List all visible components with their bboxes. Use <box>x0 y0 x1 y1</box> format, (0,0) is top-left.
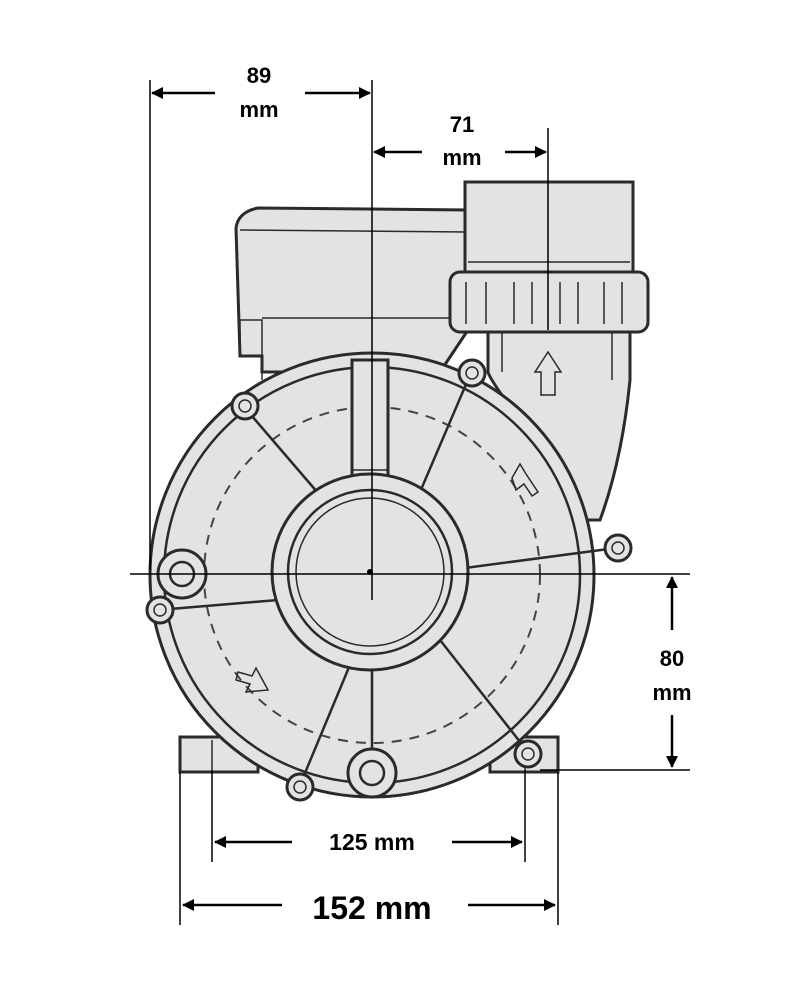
flow-up-arrow-icon <box>533 350 563 396</box>
dimension-label: 125 mm <box>329 829 415 855</box>
dimension-right-height: 80 mm <box>652 576 692 768</box>
bolt-icon <box>230 391 260 421</box>
dimension-top-left: 89 mm <box>151 63 371 122</box>
rotation-arrow-icon <box>511 462 540 498</box>
dimension-value: 71 <box>450 112 474 137</box>
pump-body <box>145 180 650 802</box>
bolt-icon <box>285 772 315 802</box>
dimension-value: 80 <box>660 646 684 671</box>
dimension-foot-outer: 152 mm <box>182 890 556 926</box>
bolt-icon <box>603 533 633 563</box>
bolt-icon <box>457 358 487 388</box>
drain-plug-icon <box>346 747 398 799</box>
outlet-pipe <box>448 180 650 522</box>
bolt-icon <box>513 739 543 769</box>
dimension-label: 152 mm <box>312 890 431 926</box>
dimension-unit: mm <box>239 97 278 122</box>
dimension-value: 89 <box>247 63 271 88</box>
bolt-icon <box>145 595 175 625</box>
extension-lines <box>130 80 690 925</box>
rotation-arrow-icon <box>235 666 270 693</box>
dimension-unit: mm <box>652 680 691 705</box>
dimension-top-right: 71 mm <box>373 112 547 170</box>
dimension-unit: mm <box>442 145 481 170</box>
dimension-foot-inner: 125 mm <box>214 829 523 855</box>
motor-housing <box>234 206 470 380</box>
